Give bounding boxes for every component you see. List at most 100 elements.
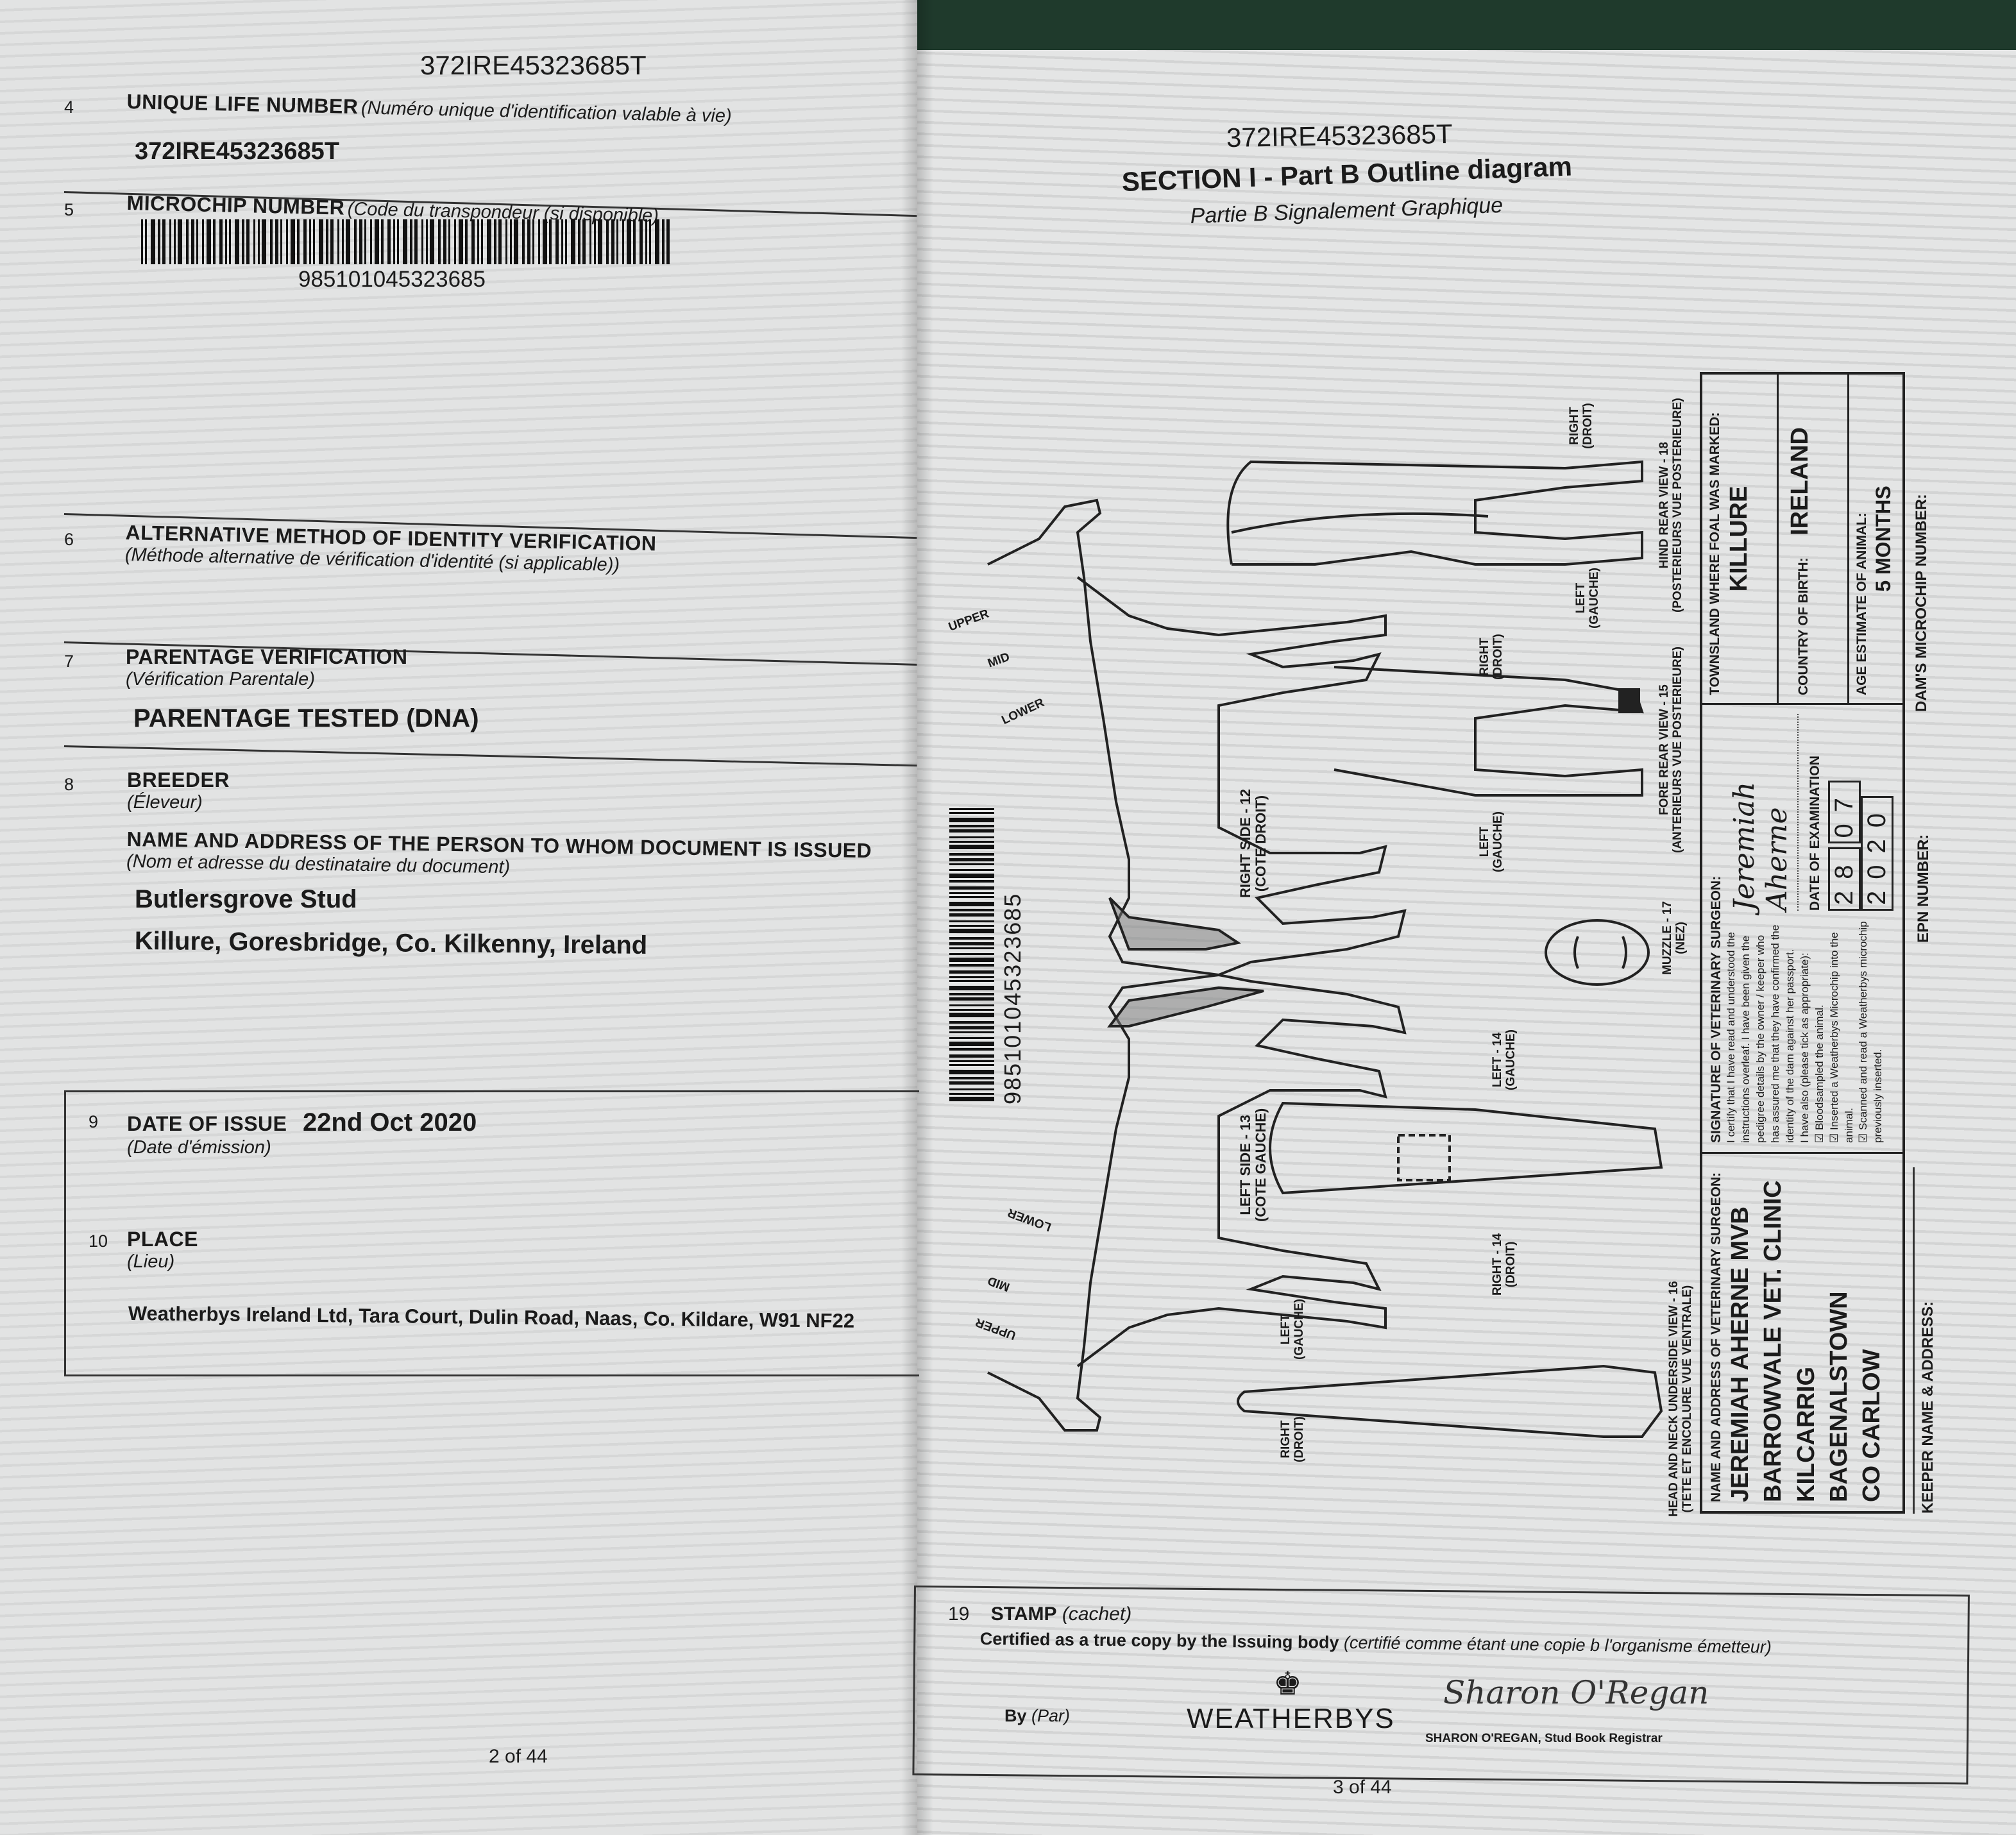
date-of-issue-value: 22nd Oct 2020 bbox=[302, 1108, 477, 1137]
barcode-bar bbox=[309, 219, 311, 264]
by-label: By (Par) bbox=[1004, 1706, 1070, 1726]
parentage-heading: PARENTAGE VERIFICATION (Vérification Par… bbox=[126, 645, 407, 690]
barcode-bar bbox=[253, 219, 255, 264]
barcode-bar bbox=[158, 219, 160, 264]
barcode-bar bbox=[949, 1081, 994, 1085]
page-number: 3 of 44 bbox=[1333, 1777, 1392, 1798]
registrar-signature: Sharon O'Regan bbox=[1443, 1674, 1709, 1711]
label-fr: (DROIT) bbox=[1292, 1416, 1306, 1462]
barcode-bar bbox=[622, 219, 624, 264]
certified-text-fr: (certifié comme étant une copie b l'orga… bbox=[1343, 1632, 1772, 1657]
barcode-bar bbox=[481, 219, 483, 264]
barcode-bar bbox=[949, 869, 994, 871]
divider bbox=[1913, 1167, 1915, 1514]
label: DATE OF ISSUE bbox=[127, 1112, 287, 1135]
barcode-bar bbox=[443, 219, 446, 264]
check-item: ☑ Bloodsampled the animal. bbox=[1813, 1004, 1825, 1143]
section-number: 6 bbox=[64, 530, 74, 549]
barcode-bar bbox=[342, 219, 344, 264]
barcode-bar bbox=[949, 929, 994, 933]
barcode-bar bbox=[616, 219, 618, 264]
barcode-bar bbox=[297, 219, 300, 264]
left-side-horse-outline bbox=[987, 973, 1407, 1432]
left-14-label: LEFT - 14(GAUCHE) bbox=[1491, 1029, 1518, 1090]
country-row: COUNTRY OF BIRTH: IRELAND bbox=[1779, 375, 1849, 703]
barcode-bar bbox=[286, 219, 288, 264]
vertical-barcode bbox=[949, 808, 994, 1101]
barcode-bar bbox=[949, 925, 994, 927]
barcode-bar bbox=[949, 841, 994, 843]
label-fr: (DROIT) bbox=[1504, 1241, 1518, 1288]
barcode-bar bbox=[262, 219, 266, 264]
barcode-bar bbox=[949, 947, 994, 949]
section-number: 8 bbox=[64, 775, 74, 794]
right-label: RIGHT(DROIT) bbox=[1279, 1416, 1307, 1462]
barcode-bar bbox=[169, 219, 171, 264]
barcode-bar bbox=[477, 219, 479, 264]
barcode-bar bbox=[337, 219, 339, 264]
barcode-bar bbox=[370, 219, 372, 264]
barcode-bar bbox=[949, 858, 994, 861]
muzzle-outline bbox=[1545, 919, 1650, 986]
vet-signature: Jeremiah Aherne bbox=[1724, 714, 1799, 911]
left-label: LEFT(GAUCHE) bbox=[1478, 811, 1505, 872]
left-label: LEFT(GAUCHE) bbox=[1574, 568, 1602, 629]
certification-block: I certify that I have read and understoo… bbox=[1724, 918, 1893, 1143]
barcode-bar bbox=[141, 219, 143, 264]
section-number: 4 bbox=[64, 97, 74, 117]
section-number: 7 bbox=[64, 652, 74, 671]
barcode-bar bbox=[319, 219, 323, 264]
barcode-bar bbox=[375, 219, 379, 264]
barcode-bar bbox=[949, 1093, 994, 1095]
label: RIGHT - 14 bbox=[1491, 1233, 1504, 1296]
barcode-bar bbox=[510, 219, 512, 264]
label-fr: (COTE GAUCHE) bbox=[1253, 1108, 1269, 1222]
barcode-bar bbox=[145, 219, 147, 264]
weatherbys-crest-icon: ♚ bbox=[1273, 1666, 1302, 1702]
barcode-bar bbox=[364, 219, 366, 264]
barcode-bar bbox=[381, 219, 384, 264]
head-neck-underside-label: HEAD AND NECK UNDERSIDE VIEW - 16(TETE E… bbox=[1667, 1281, 1695, 1517]
stamp-label-fr: (cachet) bbox=[1062, 1603, 1132, 1625]
barcode-bar bbox=[498, 219, 502, 264]
barcode-bar bbox=[949, 1097, 994, 1101]
barcode-bar bbox=[387, 219, 391, 264]
label-fr: (DROIT) bbox=[1580, 403, 1595, 449]
barcode-bar bbox=[949, 1064, 994, 1066]
by-text-fr: (Par) bbox=[1031, 1706, 1071, 1725]
barcode-bar bbox=[403, 219, 407, 264]
vet-name-label: NAME AND ADDRESS OF VETERINARY SURGEON: bbox=[1709, 1172, 1724, 1502]
barcode-bar bbox=[949, 902, 994, 906]
barcode-bar bbox=[275, 219, 278, 264]
barcode-bar bbox=[949, 953, 994, 955]
label: HEAD AND NECK UNDERSIDE VIEW - 16 bbox=[1667, 1281, 1681, 1517]
keeper-label: KEEPER NAME & ADDRESS: bbox=[1919, 1301, 1936, 1514]
parentage-value: PARENTAGE TESTED (DNA) bbox=[133, 704, 479, 732]
right-label: RIGHT(DROIT) bbox=[1478, 634, 1505, 680]
barcode-bar bbox=[645, 219, 647, 264]
barcode-bar bbox=[426, 219, 428, 264]
barcode-bar bbox=[949, 976, 994, 978]
barcode-bar bbox=[662, 219, 665, 264]
label: BREEDER bbox=[127, 768, 230, 791]
barcode-bar bbox=[949, 980, 994, 982]
barcode-bar bbox=[949, 886, 994, 890]
check-label: Inserted a Weatherbys Microchip into the… bbox=[1827, 932, 1855, 1143]
barcode-bar bbox=[606, 219, 609, 264]
barcode-bar bbox=[611, 219, 614, 264]
barcode-bar bbox=[505, 219, 507, 264]
breeder-heading: BREEDER (Éleveur) bbox=[127, 768, 230, 813]
barcode-bar bbox=[949, 1088, 994, 1090]
microchip-number: 985101045323685 bbox=[298, 267, 486, 292]
barcode-bar bbox=[246, 219, 250, 264]
barcode-bar bbox=[949, 1037, 994, 1039]
barcode-bar bbox=[465, 219, 468, 264]
barcode-bar bbox=[949, 970, 994, 974]
horse-outline-diagram bbox=[987, 460, 1663, 1438]
barcode-bar bbox=[448, 219, 450, 264]
unique-life-number-value: 372IRE45323685T bbox=[135, 138, 340, 165]
barcode-bar bbox=[949, 1021, 994, 1024]
section-number: 19 bbox=[948, 1603, 970, 1625]
holder-name: Butlersgrove Stud bbox=[135, 885, 357, 913]
barcode-bar bbox=[397, 219, 399, 264]
